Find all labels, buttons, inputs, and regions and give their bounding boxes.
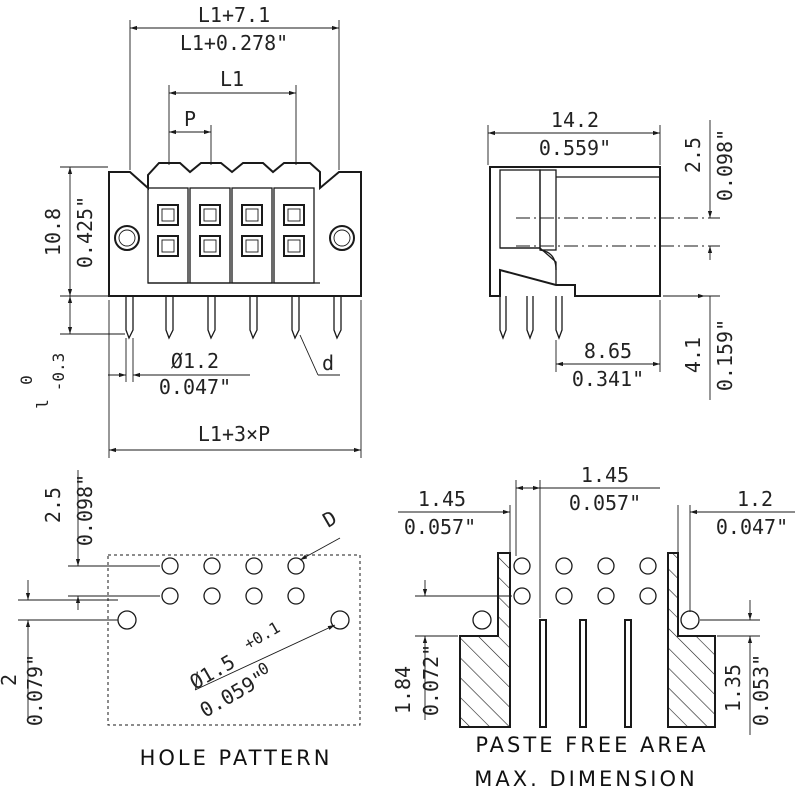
dim-pin-offset-in: 0.341" xyxy=(572,367,644,391)
dim-left-gap-in: 0.057" xyxy=(404,515,476,539)
front-pins xyxy=(125,296,342,340)
dim-height-mm: 10.8 xyxy=(41,208,65,256)
dim-tolerance-top: 0 xyxy=(17,375,36,385)
dim-pin-dia-mm: Ø1.2 xyxy=(171,349,219,373)
dim-right-height-mm: 1.35 xyxy=(721,664,745,712)
dim-tolerance-prefix: l xyxy=(33,399,52,409)
right-paste-block xyxy=(667,552,716,728)
pin-label-d: d xyxy=(322,351,334,375)
paste-bars xyxy=(539,619,632,728)
dim-pin-length-mm: 4.1 xyxy=(681,337,705,373)
dim-right-gap-in: 0.047" xyxy=(716,515,788,539)
dim-pitch-span: L1 xyxy=(220,67,244,91)
dim-overall-width-mm: L1+7.1 xyxy=(198,3,270,27)
dim-left-gap-mm: 1.45 xyxy=(418,487,466,511)
dim-pin-offset-mm: 8.65 xyxy=(584,339,632,363)
dim-left-height-in: 0.072" xyxy=(419,644,443,716)
dim-side-offset-mm: 2.5 xyxy=(681,137,705,173)
dim-row-spacing-mm: 2.5 xyxy=(41,487,65,523)
paste-free-area: 1.45 0.057" 1.45 0.057" 1.2 0.047" 1.84 … xyxy=(391,463,795,791)
left-paste-block xyxy=(459,552,511,728)
hole-pattern-title: HOLE PATTERN xyxy=(140,746,333,770)
hole-pattern: 2.5 0.098" 2 0.079" D Ø1.5 +0.1 0 0.059"… xyxy=(0,470,361,770)
dim-hole-offset-mm: 2 xyxy=(0,674,21,686)
front-view: L1+7.1 L1+0.278" L1 P 10.8 0.425" 0 l -0… xyxy=(17,3,362,458)
dim-mount-tol-top: +0.1 xyxy=(241,618,284,654)
dim-tolerance-bottom: -0.3 xyxy=(49,353,68,392)
hole-pattern-outline xyxy=(107,554,361,726)
side-view: 14.2 0.559" 2.5 0.098" 4.1 0.159" 8.65 0… xyxy=(487,108,737,400)
dim-side-depth-mm: 14.2 xyxy=(551,108,599,132)
paste-free-title-2: MAX. DIMENSION xyxy=(474,767,697,791)
dim-right-height-in: 0.053" xyxy=(749,654,773,726)
dim-row-spacing-in: 0.098" xyxy=(73,474,97,546)
hole-label-d: D xyxy=(319,506,341,533)
dim-overall-width-in: L1+0.278" xyxy=(180,31,288,55)
dim-left-height-mm: 1.84 xyxy=(391,666,415,714)
dim-right-gap-mm: 1.2 xyxy=(737,487,773,511)
dim-base-width: L1+3×P xyxy=(198,422,270,446)
hole-grid xyxy=(117,557,350,630)
front-body-outline xyxy=(108,162,362,297)
dim-height-in: 0.425" xyxy=(73,196,97,268)
dim-mid-gap-in: 0.057" xyxy=(569,491,641,515)
dim-side-depth-in: 0.559" xyxy=(539,136,611,160)
terminal-squares xyxy=(157,204,305,257)
pin-cells xyxy=(147,187,320,284)
dim-hole-offset-in: 0.079" xyxy=(23,654,47,726)
dim-pin-dia-in: 0.047" xyxy=(159,375,231,399)
dim-mid-gap-mm: 1.45 xyxy=(581,463,629,487)
dim-pitch: P xyxy=(184,107,196,131)
paste-free-title-1: PASTE FREE AREA xyxy=(475,733,708,757)
dim-pin-length-in: 0.159" xyxy=(713,319,737,391)
dim-side-offset-in: 0.098" xyxy=(713,129,737,201)
mount-holes xyxy=(114,225,355,251)
side-body-outline xyxy=(489,166,661,297)
paste-holes xyxy=(472,557,700,630)
